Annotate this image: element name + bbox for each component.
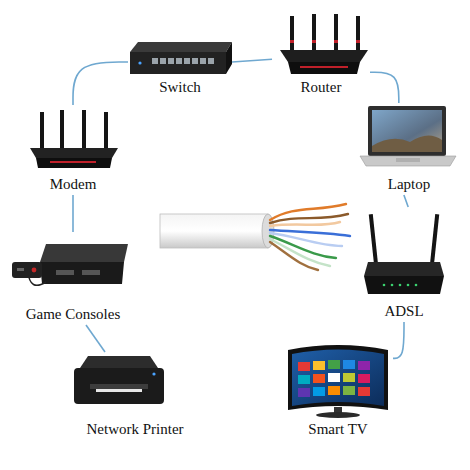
network-link: [86, 325, 105, 352]
adsl-front: [364, 276, 444, 294]
device-box: Game Consoles: [8, 232, 138, 325]
device-box: Router: [272, 12, 370, 98]
laptop-picture: [360, 106, 456, 166]
modem-top: [30, 148, 118, 158]
adsl-top: [364, 262, 444, 276]
device-label: Switch: [159, 79, 201, 96]
cable-wires: [270, 204, 350, 270]
device-label: Smart TV: [308, 421, 367, 438]
device-box: Modem: [22, 105, 124, 195]
ethernet-cable-picture: [160, 204, 350, 270]
device-label: Router: [301, 79, 342, 96]
router-antennas: [290, 14, 360, 52]
laptop-lid: [368, 106, 446, 156]
modem-antennas: [40, 110, 108, 150]
printer-picture: [74, 356, 164, 404]
modem-front: [36, 158, 112, 168]
router-picture: [280, 14, 368, 74]
switch-side: [226, 42, 232, 74]
tv-app-tiles: [298, 360, 370, 397]
device-label: Network Printer: [86, 421, 183, 438]
tv-screen: [292, 350, 384, 407]
adsl-leds: [383, 284, 418, 287]
controller: [12, 262, 42, 278]
adsl-antenna: [430, 214, 439, 264]
switch-ports: [152, 58, 214, 64]
printer-top: [80, 356, 158, 368]
printer-paper: [96, 389, 142, 392]
adsl-picture: [364, 214, 444, 294]
router-antenna-bands: [290, 40, 360, 43]
adsl-antenna: [369, 214, 378, 264]
network-link: [72, 195, 74, 232]
switch-led: [138, 61, 141, 64]
tv-bezel: [288, 345, 388, 410]
laptop-base: [360, 156, 456, 166]
device-box: ADSL: [362, 207, 446, 322]
controller-pad: [17, 268, 24, 271]
laptop-screen: [372, 110, 442, 152]
laptop-wallpaper-hills: [372, 135, 442, 152]
console-port: [56, 270, 74, 275]
router-front: [288, 62, 360, 74]
device-box: Laptop: [358, 103, 460, 195]
printer-slot: [90, 384, 148, 389]
laptop-touchpad: [396, 158, 420, 162]
switch-top: [130, 42, 232, 52]
modem-accent: [50, 161, 96, 163]
network-link: [73, 62, 128, 105]
tv-stand: [316, 412, 360, 418]
switch-front: [130, 52, 226, 74]
network-link: [404, 195, 408, 207]
network-link: [393, 322, 404, 358]
console-top: [40, 244, 128, 262]
device-box: Smart TV: [283, 338, 393, 440]
device-label: Game Consoles: [26, 306, 121, 323]
device-label: Laptop: [388, 176, 431, 193]
cable-sheath: [160, 214, 268, 248]
device-box: Network Printer: [60, 352, 210, 440]
modem-picture: [30, 110, 118, 168]
console-picture: [12, 244, 128, 285]
device-label: Modem: [50, 176, 97, 193]
router-top: [280, 50, 368, 62]
network-link: [370, 72, 399, 103]
printer-body: [74, 368, 164, 404]
printer-led: [152, 372, 155, 375]
device-label: ADSL: [384, 303, 423, 320]
smart-tv-picture: [288, 345, 388, 418]
network-link: [232, 59, 272, 62]
console-front: [40, 262, 124, 284]
console-port: [82, 270, 100, 275]
switch-picture: [130, 42, 232, 74]
controller-button: [32, 268, 37, 273]
router-accent: [300, 66, 348, 68]
device-box: Switch: [128, 38, 232, 98]
